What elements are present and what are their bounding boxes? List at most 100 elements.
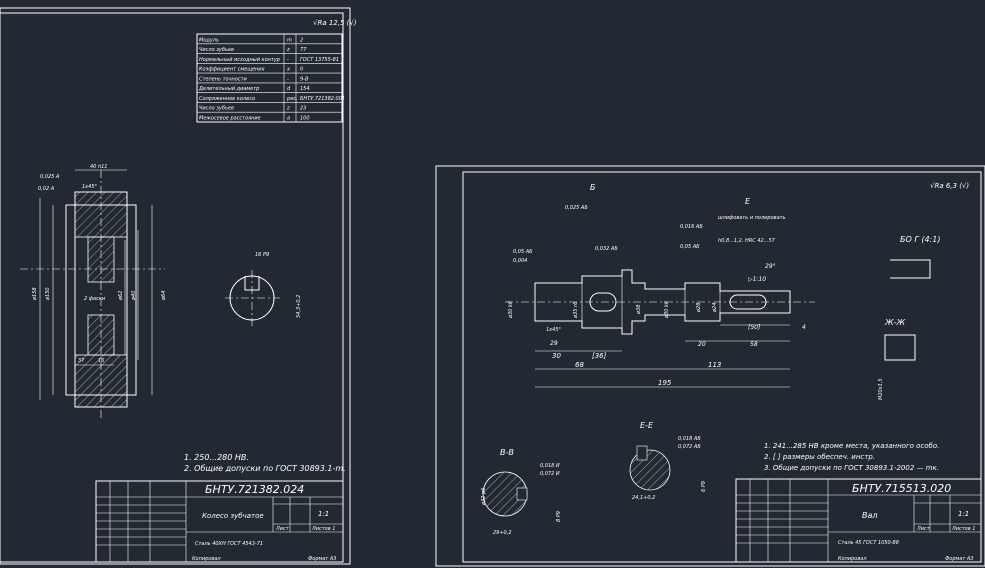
shaft-dim-l1: 68 [575, 361, 584, 369]
gear-note-1: 1. 250...280 HB. [184, 453, 249, 462]
gear-d-hub: ø62 [118, 291, 124, 301]
shaft-cone: ▷1:10 [748, 276, 766, 283]
gear-param-label: Модуль [199, 37, 219, 43]
shaft-tol4: 0,004 [513, 258, 527, 264]
shaft-dim-l3: 30 [552, 352, 561, 360]
gear-param-sym: z [286, 47, 290, 53]
shaft-note-1: 1. 241...285 НВ кроме места, указанного … [764, 442, 939, 450]
gear-title-block: БНТУ.721382.024 Колесо зубчатое Сталь 40… [95, 480, 344, 563]
shaft-designation: БНТУ.715513.020 [852, 482, 951, 495]
shaft-tol2: 0,032 АБ [595, 246, 618, 252]
gear-scale: 1:1 [318, 510, 329, 518]
shaft-jj-dia: M20x1,5 [878, 378, 884, 400]
shaft-hardening: шлифовать и полировать [718, 215, 786, 221]
gear-param-sym: a [287, 116, 290, 122]
gear-notes: 1. 250...280 HB. 2. Общие допуски по ГОС… [184, 453, 346, 473]
gear-copied: Копировал [192, 556, 221, 562]
shaft-title-block: БНТУ.715513.020 Вал Сталь 45 ГОСТ 1050-8… [735, 478, 982, 563]
gear-format: Формат А3 [308, 556, 336, 562]
shaft-notes: 1. 241...285 НВ кроме места, указанного … [764, 442, 939, 472]
sheet1-roughness: √Ra 12,5 (√) [313, 19, 357, 27]
shaft-d3: ø38 [636, 305, 642, 315]
gear-sheets: Листов 1 [311, 526, 335, 532]
shaft-tol3: 0,05 АБ [513, 249, 533, 255]
shaft-jj-title: Ж-Ж [884, 318, 906, 327]
gear-d-inner: ø40 [131, 291, 137, 301]
shaft-tol1: 0,025 АБ [565, 205, 588, 211]
shaft-roughness: √Ra 6,3 (√) [930, 182, 969, 190]
gear-param-sym: рис. [286, 96, 298, 102]
gear-param-label: Нормальный исходный контур [199, 57, 280, 63]
shaft-section-jj: Ж-Ж M20x1,5 [878, 318, 916, 400]
shaft-section-bb: В-В 29+0,2 ø32 p6 0,018 И 0,072 И 8 P9 [481, 448, 562, 536]
shaft-view-g: БО Г (4:1) [890, 235, 940, 279]
shaft-note-3: 3. Общие допуски по ГОСТ 30893.1-2002 — … [764, 464, 939, 472]
sheet2-outer-frame [435, 165, 985, 567]
gear-keyway-depth: 54,3+0,2 [296, 295, 302, 318]
gear-chamfer2: 2 фаски [84, 296, 106, 302]
gear-sheet: Лист [275, 526, 290, 532]
gear-keyway-width: 16 P9 [255, 252, 269, 258]
shaft-ee-width: 24,1+0,2 [632, 495, 655, 501]
gear-param-val: ГОСТ 13755-81 [300, 57, 339, 63]
gear-param-label: Межосевое расстояние [199, 116, 261, 122]
gear-tol1: 0,025 А [40, 174, 60, 180]
shaft-dim-total: 195 [658, 379, 672, 387]
shaft-tol5: 0,016 АБ [680, 224, 703, 230]
shaft-bb-width: 29+0,2 [493, 530, 512, 536]
gear-param-sym: - [287, 76, 289, 82]
shaft-bb-key: 8 P9 [556, 511, 562, 522]
shaft-angle: 29° [765, 263, 776, 270]
gear-param-label: Сопряженное колесо [199, 96, 255, 102]
gear-keyway-view: 16 P9 54,3+0,2 [225, 252, 302, 326]
gear-param-sym: z [286, 106, 290, 112]
shaft-d2: ø35 r6 [573, 302, 579, 319]
sheet2-inner-frame [462, 171, 982, 563]
gear-d-outer: ø158 [32, 287, 38, 301]
shaft-d1: ø30 k6 [508, 301, 514, 319]
gear-d-root: ø150 [45, 287, 51, 301]
gear-param-val: БНТУ.721382.001 [300, 96, 345, 102]
shaft-section-b-label: Б [590, 183, 596, 192]
shaft-dim-l9: 4 [802, 324, 806, 331]
shaft-section-e-label: Е [745, 197, 751, 206]
gear-designation: БНТУ.721382.024 [205, 483, 304, 496]
shaft-tol7: 0,018 АБ [678, 436, 701, 442]
shaft-chamfer: 1x45° [546, 327, 562, 333]
gear-note-2: 2. Общие допуски по ГОСТ 30893.1-m. [184, 464, 346, 473]
shaft-bb-dia: ø32 p6 [481, 488, 487, 506]
gear-param-sym: m [287, 37, 292, 43]
shaft-section-ee: Е-Е 24,1+0,2 0,018 АБ 0,072 АБ 6 P9 [629, 421, 707, 501]
shaft-bb-title: В-В [500, 448, 514, 457]
gear-param-val: 23 [300, 106, 306, 112]
gear-param-val: 9-B [300, 76, 309, 82]
gear-param-label: Число зубьев [199, 106, 234, 112]
gear-param-sym: x [286, 67, 290, 73]
shaft-tol9: 0,018 И [540, 463, 560, 469]
shaft-tol6: 0,05 АБ [680, 244, 700, 250]
shaft-dim-l7: 58 [750, 341, 758, 348]
shaft-sheets: Листов 1 [951, 526, 975, 532]
shaft-dim-l4: [36] [592, 352, 607, 360]
sheet1-outer-frame [0, 7, 351, 565]
shaft-note-2: 2. [ ] размеры обеспеч. инстр. [764, 453, 875, 461]
gear-param-val: 154 [300, 86, 310, 92]
shaft-d6: ø24 [712, 303, 718, 313]
shaft-format: Формат А3 [945, 556, 973, 562]
shaft-view-g-title: БО Г (4:1) [900, 235, 940, 244]
shaft-ee-title: Е-Е [640, 421, 654, 430]
shaft-sheet: Лист [916, 526, 931, 532]
shaft-dim-l5: 29 [550, 340, 558, 347]
gear-d-bore: ø64 [161, 291, 167, 301]
shaft-tol10: 0,072 И [540, 471, 560, 477]
shaft-scale: 1:1 [958, 510, 969, 518]
gear-param-label: Степень точности [199, 76, 248, 82]
gear-param-label: Делительный диаметр [198, 86, 259, 92]
shaft-d5: ø28 [696, 303, 702, 313]
shaft-hrc: h0,8...1,2. HRC 42...57 [718, 238, 776, 244]
gear-param-sym: d [287, 86, 291, 92]
shaft-main-view: 195 68 113 30 [36] 29 20 58 [50] 4 ▷1:10… [505, 183, 815, 388]
